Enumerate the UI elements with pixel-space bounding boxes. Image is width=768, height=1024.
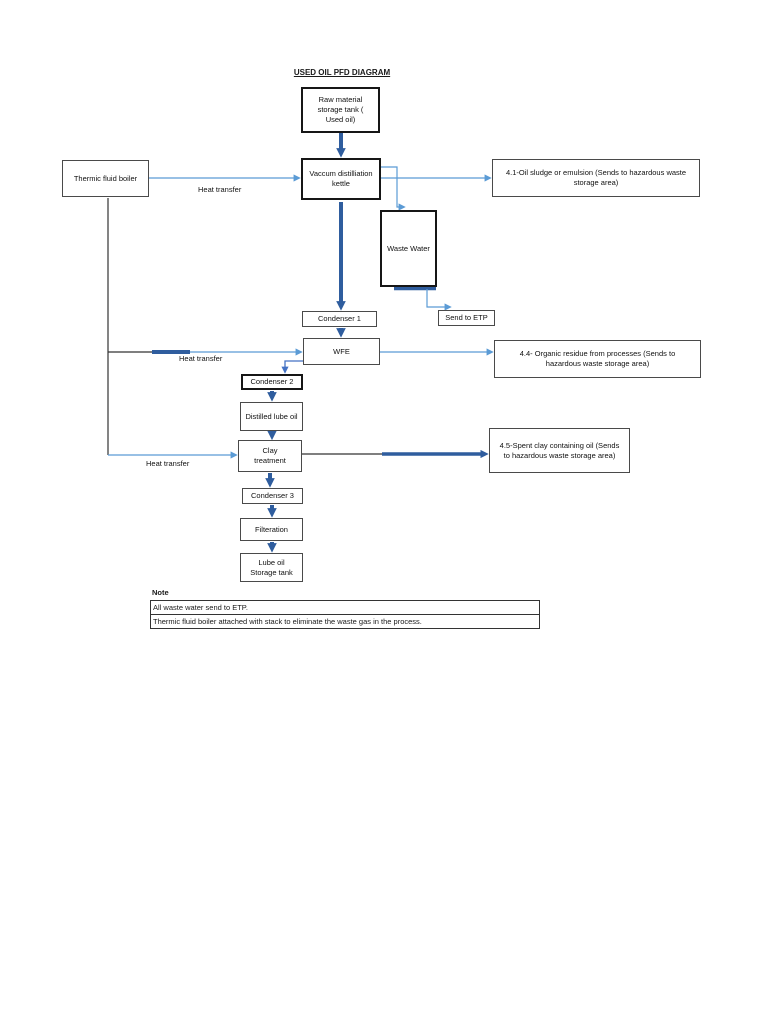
- heat-transfer-label-wfe: Heat transfer: [179, 354, 223, 363]
- process-flow-arrows: [265, 133, 346, 553]
- arrow-kettle-to-wastewater: [381, 166, 406, 211]
- node-condenser-2: Condenser 2: [241, 374, 303, 390]
- node-label: Thermic fluid boiler: [73, 173, 138, 183]
- heat-transfer-label-kettle: Heat transfer: [198, 185, 242, 194]
- node-label: Send to ETP: [445, 313, 488, 323]
- node-send-to-etp: Send to ETP: [438, 310, 495, 326]
- node-distilled-lube-oil: Distilled lube oil: [240, 402, 303, 431]
- node-label: WFE: [333, 346, 350, 356]
- node-wfe: WFE: [303, 338, 380, 365]
- heat-transfer-label-clay: Heat transfer: [146, 459, 190, 468]
- node-label: Condenser 1: [318, 314, 361, 324]
- node-label: Condenser 2: [250, 377, 294, 387]
- node-raw-material-tank: Raw material storage tank ( Used oil): [301, 87, 380, 133]
- note-table: All waste water send to ETP. Thermic flu…: [150, 600, 540, 629]
- node-label: Waste Water: [387, 243, 430, 253]
- node-spent-clay-output: 4.5-Spent clay containing oil (Sends to …: [489, 428, 630, 473]
- node-thermic-fluid-boiler: Thermic fluid boiler: [62, 160, 149, 197]
- note-row: Thermic fluid boiler attached with stack…: [150, 614, 540, 629]
- note-heading: Note: [152, 588, 169, 597]
- node-label: Distilled lube oil: [245, 411, 298, 421]
- arrow-wastewater-to-etp: [426, 289, 452, 311]
- node-label: Clay treatment: [254, 446, 286, 465]
- diagram-title: USED OIL PFD DIAGRAM: [293, 68, 391, 77]
- node-waste-water: Waste Water: [380, 210, 437, 287]
- node-organic-residue-output: 4.4- Organic residue from processes (Sen…: [494, 340, 701, 378]
- node-label: 4.1-Oil sludge or emulsion (Sends to haz…: [505, 168, 687, 187]
- node-condenser-1: Condenser 1: [302, 311, 377, 327]
- node-lube-oil-storage-tank: Lube oil Storage tank: [240, 553, 303, 582]
- node-label: Condenser 3: [251, 491, 294, 501]
- node-clay-treatment: Clay treatment: [238, 440, 302, 472]
- node-label: 4.5-Spent clay containing oil (Sends to …: [499, 440, 620, 460]
- transfer-arrows: [108, 166, 494, 459]
- arrow-wfe-to-condenser2: [281, 360, 303, 374]
- note-row: All waste water send to ETP.: [150, 600, 540, 615]
- node-condenser-3: Condenser 3: [242, 488, 303, 504]
- node-label: Filteration: [255, 524, 288, 534]
- node-label: Lube oil Storage tank: [250, 557, 293, 577]
- node-vacuum-distillation-kettle: Vaccum distilliation kettle: [301, 158, 381, 200]
- node-label: Raw material storage tank ( Used oil): [317, 95, 364, 124]
- utility-lines: [107, 198, 382, 455]
- pipe-segments: [152, 286, 489, 459]
- node-filteration: Filteration: [240, 518, 303, 541]
- node-label: 4.4- Organic residue from processes (Sen…: [519, 349, 676, 368]
- node-oil-sludge-output: 4.1-Oil sludge or emulsion (Sends to haz…: [492, 159, 700, 197]
- node-label: Vaccum distilliation kettle: [309, 169, 373, 188]
